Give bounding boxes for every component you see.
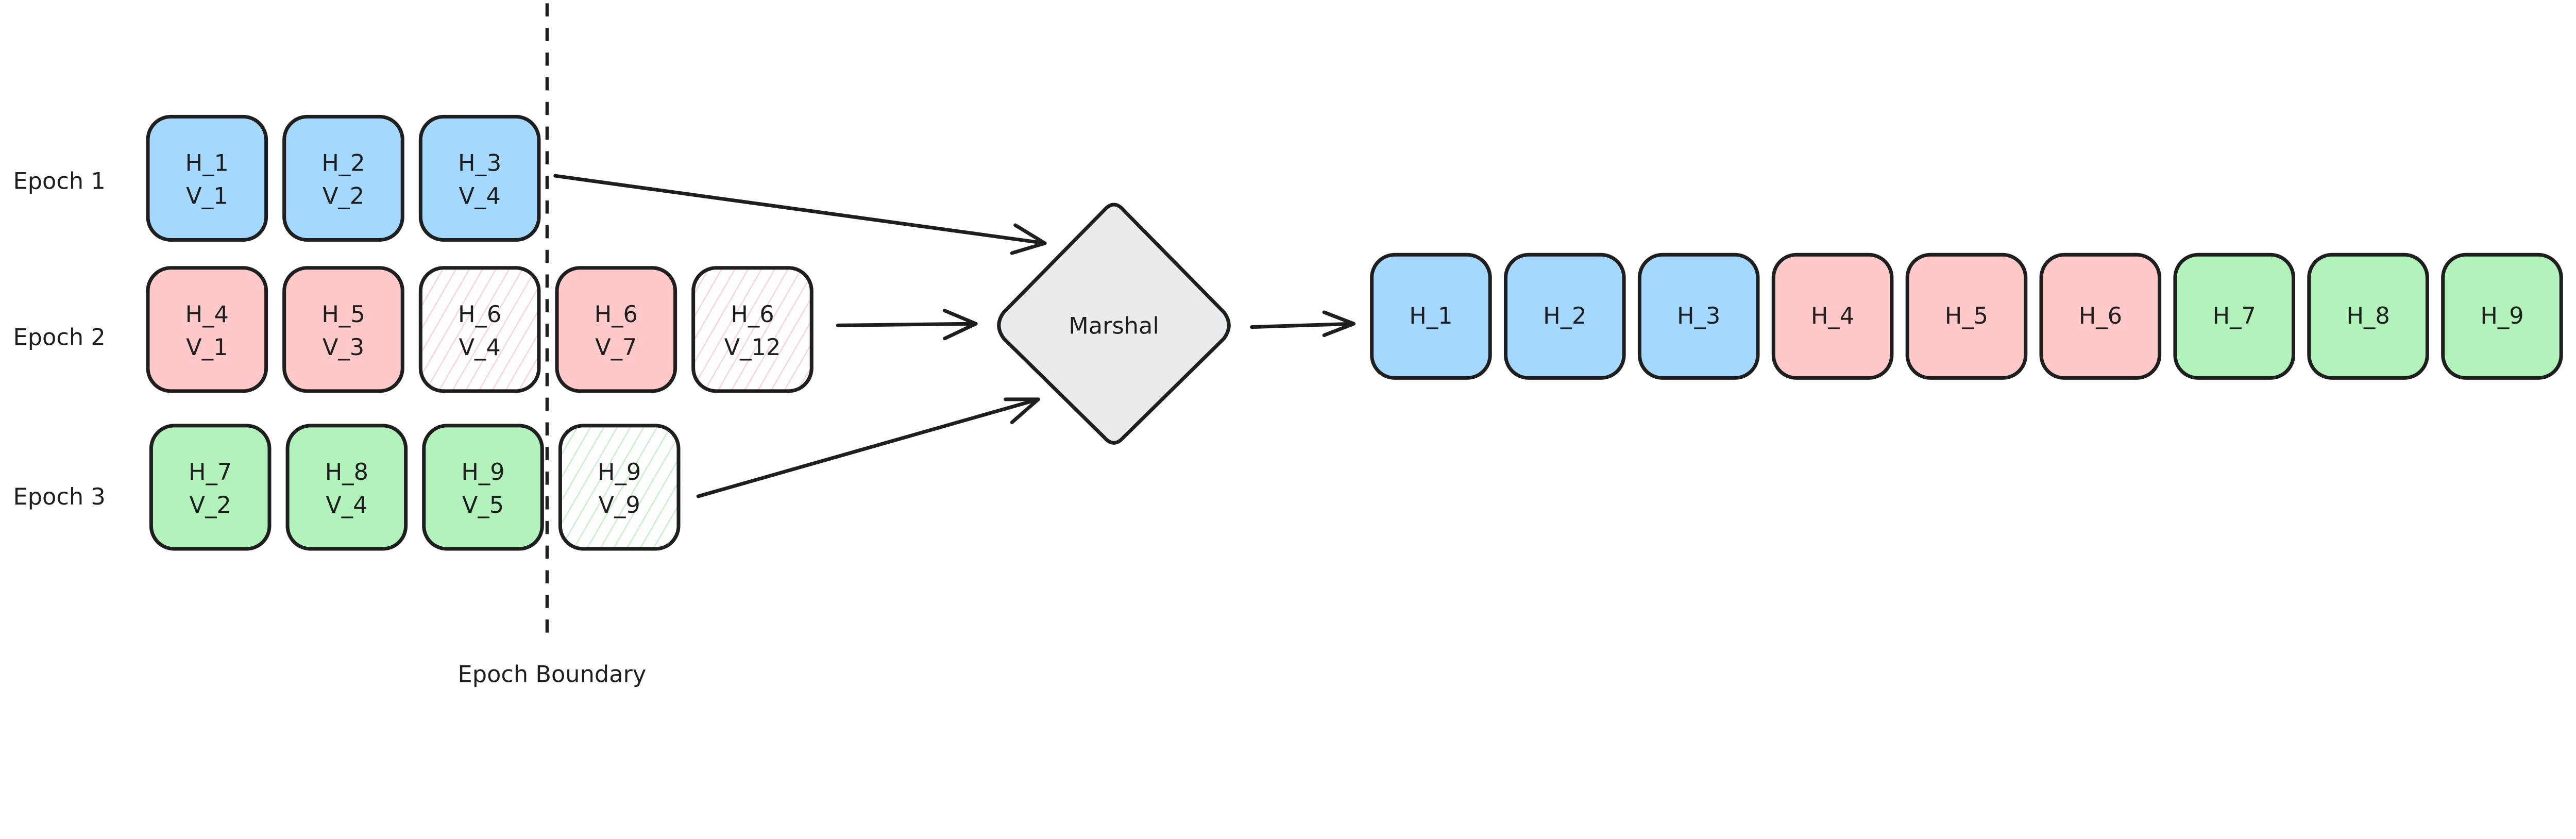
block-v-label: V_4 (459, 334, 501, 361)
epoch-label: Epoch 1 (13, 168, 106, 195)
output-block-label: H_3 (1677, 303, 1720, 329)
block: H_8V_4 (285, 424, 408, 551)
block: H_1V_1 (146, 114, 268, 242)
epoch-row: Epoch 1H_1V_1H_2V_2H_3V_4 (13, 114, 541, 242)
output-block-shape (1905, 253, 2028, 380)
epoch-row: Epoch 2H_4V_1H_5V_3H_6V_4H_6V_7H_6V_12 (13, 266, 814, 393)
output-block-shape (1771, 253, 1894, 380)
block-h-label: H_6 (458, 301, 501, 328)
output-block: H_4 (1771, 253, 1894, 380)
block: H_7V_2 (149, 424, 272, 551)
block-shape (422, 424, 544, 551)
arrow-epoch-2-to-marshal (836, 309, 978, 341)
block-shape (146, 114, 268, 242)
epoch-label: Epoch 3 (13, 483, 106, 510)
block-v-label: V_12 (724, 334, 781, 361)
block-h-label: H_4 (185, 301, 229, 328)
block-shape (285, 424, 408, 551)
block-h-label: H_7 (189, 459, 232, 485)
marshal-label: Marshal (1069, 312, 1159, 339)
epoch-boundary-label: Epoch Boundary (458, 661, 647, 687)
output-block-label: H_8 (2346, 303, 2389, 329)
block: H_4V_1 (146, 266, 268, 393)
block-v-label: V_9 (599, 492, 640, 518)
block-h-label: H_5 (321, 301, 365, 328)
block-v-label: V_7 (595, 334, 637, 361)
output-block: H_1 (1370, 253, 1492, 380)
arrow-epoch-3-to-marshal (696, 397, 1040, 498)
block: H_9V_5 (422, 424, 544, 551)
block-shape (418, 114, 541, 242)
block: H_3V_4 (418, 114, 541, 242)
output-block-label: H_2 (1543, 303, 1586, 329)
output-block-shape (1370, 253, 1492, 380)
output-block: H_8 (2307, 253, 2429, 380)
block-shape (149, 424, 272, 551)
arrow-marshal-to-output (1250, 310, 1356, 338)
block-shape (418, 266, 541, 393)
epoch-row: Epoch 3H_7V_2H_8V_4H_9V_5H_9V_9 (13, 424, 681, 551)
block-shape (555, 266, 677, 393)
block-v-label: V_5 (462, 492, 504, 518)
block: H_2V_2 (282, 114, 404, 242)
block-shape (146, 266, 268, 393)
hatched-block: H_6V_4 (418, 266, 541, 393)
output-block-label: H_4 (1811, 303, 1854, 329)
output-block: H_3 (1637, 253, 1760, 380)
output-block-shape (1637, 253, 1760, 380)
output-block: H_9 (2441, 253, 2563, 380)
block-shape (282, 266, 404, 393)
block-h-label: H_6 (731, 301, 774, 328)
arrow-epoch-1-to-marshal (553, 174, 1047, 255)
block-h-label: H_3 (458, 150, 501, 177)
block-h-label: H_1 (185, 150, 229, 177)
output-block-shape (2173, 253, 2296, 380)
block-h-label: H_9 (461, 459, 504, 485)
output-block-label: H_5 (1945, 303, 1988, 329)
epoch-label: Epoch 2 (13, 324, 106, 351)
output-block-label: H_6 (2079, 303, 2122, 329)
block-h-label: H_8 (325, 459, 368, 485)
block-h-label: H_6 (595, 301, 638, 328)
output-block-shape (1504, 253, 1626, 380)
block-v-label: V_2 (190, 492, 231, 518)
block-v-label: V_1 (186, 182, 228, 209)
output-block: H_6 (2039, 253, 2162, 380)
output-block-shape (2441, 253, 2563, 380)
block-v-label: V_4 (459, 182, 501, 209)
block-h-label: H_2 (321, 150, 365, 177)
block-v-label: V_2 (323, 182, 364, 209)
block-shape (558, 424, 681, 551)
hatched-block: H_6V_12 (691, 266, 814, 393)
block: H_5V_3 (282, 266, 404, 393)
block-shape (691, 266, 814, 393)
marshal-node: Marshal (997, 203, 1231, 445)
output-block-shape (2307, 253, 2429, 380)
output-sequence: H_1 H_2 H_3 H_4 H_5 H_6 H_7 H_8 H_9 (1370, 253, 2563, 380)
block-h-label: H_9 (598, 459, 641, 485)
output-block-shape (2039, 253, 2162, 380)
output-block-label: H_9 (2480, 303, 2523, 329)
marshal-diamond (997, 203, 1231, 445)
block-v-label: V_3 (323, 334, 364, 361)
hatched-block: H_9V_9 (558, 424, 681, 551)
block-shape (282, 114, 404, 242)
output-block-label: H_1 (1409, 303, 1452, 329)
block-v-label: V_4 (326, 492, 367, 518)
output-block: H_5 (1905, 253, 2028, 380)
block: H_6V_7 (555, 266, 677, 393)
block-v-label: V_1 (186, 334, 228, 361)
output-block: H_7 (2173, 253, 2296, 380)
output-block: H_2 (1504, 253, 1626, 380)
output-block-label: H_7 (2213, 303, 2256, 329)
